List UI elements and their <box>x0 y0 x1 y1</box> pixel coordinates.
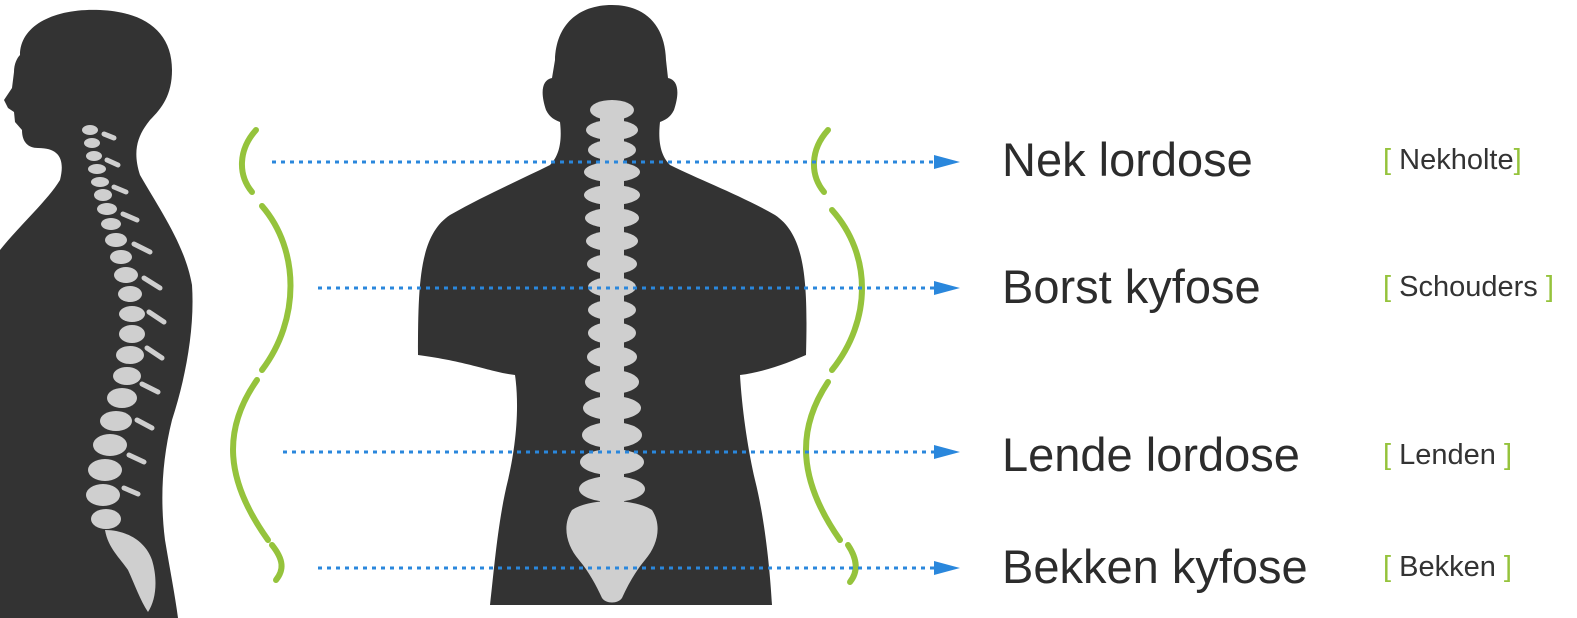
side-vertebra <box>91 177 109 187</box>
region-name-lumbar: Lende lordose <box>1002 428 1300 481</box>
side-vertebra <box>119 325 145 343</box>
side-spinous-process <box>144 345 165 361</box>
side-body-shape <box>0 9 193 618</box>
side-spinous-process <box>146 309 167 325</box>
bracket-open: [ <box>1383 551 1392 583</box>
side-sacrum <box>105 530 156 612</box>
side-vertebra <box>105 233 127 247</box>
side-spinous-process <box>134 417 155 431</box>
side-vertebra <box>94 189 112 201</box>
side-spinous-process <box>120 211 140 223</box>
side-spinous-process <box>126 452 147 465</box>
side-vertebra <box>113 367 141 385</box>
arrowhead-lumbar <box>934 445 960 459</box>
region-name-thoracic: Borst kyfose <box>1002 260 1261 313</box>
side-vertebra <box>93 434 127 456</box>
side-vertebra <box>91 509 121 529</box>
back-spinal-column <box>600 105 624 505</box>
region-thoracic: Borst kyfose [ Schouders ] <box>0 257 1577 317</box>
region-tag-lumbar: [ Lenden ] <box>1383 438 1512 472</box>
side-spinous-process <box>121 485 141 497</box>
region-tag-thoracic: [ Schouders ] <box>1383 270 1554 304</box>
region-pelvic: Bekken kyfose [ Bekken ] <box>0 537 1577 597</box>
back-silhouette <box>418 5 807 605</box>
arrowhead-neck <box>934 155 960 169</box>
side-vertebra <box>86 484 120 506</box>
side-spinous-process <box>101 131 117 141</box>
side-curve-pelvic <box>269 542 285 583</box>
side-vertebra <box>88 459 122 481</box>
region-tag-neck: [ Nekholte] <box>1383 143 1522 177</box>
region-tag-label: Schouders <box>1399 271 1538 303</box>
side-spinous-process <box>139 381 161 395</box>
region-tag-label: Lenden <box>1399 439 1496 471</box>
side-vertebra <box>100 411 132 431</box>
side-vertebra <box>119 306 145 322</box>
side-vertebra <box>110 250 132 264</box>
side-vertebra <box>97 203 117 215</box>
region-lumbar: Lende lordose [ Lenden ] <box>0 425 1577 485</box>
region-tag-pelvic: [ Bekken ] <box>1383 550 1512 584</box>
bracket-open: [ <box>1383 144 1392 176</box>
region-neck: Nek lordose [ Nekholte] <box>0 130 1577 190</box>
bracket-close: ] <box>1503 551 1512 583</box>
side-vertebra <box>116 346 144 364</box>
arrowhead-thoracic <box>934 281 960 295</box>
back-sacrum <box>566 501 658 603</box>
bracket-open: [ <box>1383 271 1392 303</box>
region-tag-label: Bekken <box>1399 551 1496 583</box>
side-vertebra <box>86 151 102 161</box>
side-silhouette <box>0 9 193 618</box>
side-vertebra <box>88 164 106 174</box>
side-spinous-process <box>131 241 153 255</box>
side-vertebra <box>114 267 138 283</box>
side-curve <box>230 127 294 583</box>
side-vertebra <box>84 138 100 148</box>
side-vertebra <box>107 388 137 408</box>
side-curve-neck <box>238 127 259 195</box>
side-vertebra <box>101 218 121 230</box>
arrowhead-pelvic <box>934 561 960 575</box>
side-spinous-process <box>104 157 121 168</box>
bracket-open: [ <box>1383 439 1392 471</box>
arrowheads <box>934 155 960 575</box>
bracket-close: ] <box>1545 271 1554 303</box>
arrows <box>272 160 936 570</box>
side-vertebra <box>118 286 142 302</box>
bracket-close: ] <box>1513 144 1522 176</box>
region-name-neck: Nek lordose <box>1002 133 1253 186</box>
side-vertebra <box>82 125 98 135</box>
side-spine <box>82 125 167 612</box>
side-spinous-process <box>141 275 163 291</box>
back-spine <box>566 100 658 603</box>
back-curve-lumbar <box>803 379 843 543</box>
side-curve-lumbar <box>230 377 271 543</box>
side-curve-thoracic <box>259 203 294 373</box>
back-curve <box>803 127 865 585</box>
region-name-pelvic: Bekken kyfose <box>1002 540 1308 593</box>
bracket-close: ] <box>1503 439 1513 471</box>
region-tag-label: Nekholte <box>1399 144 1514 176</box>
back-curve-pelvic <box>845 542 859 585</box>
side-spinous-process <box>111 184 129 195</box>
